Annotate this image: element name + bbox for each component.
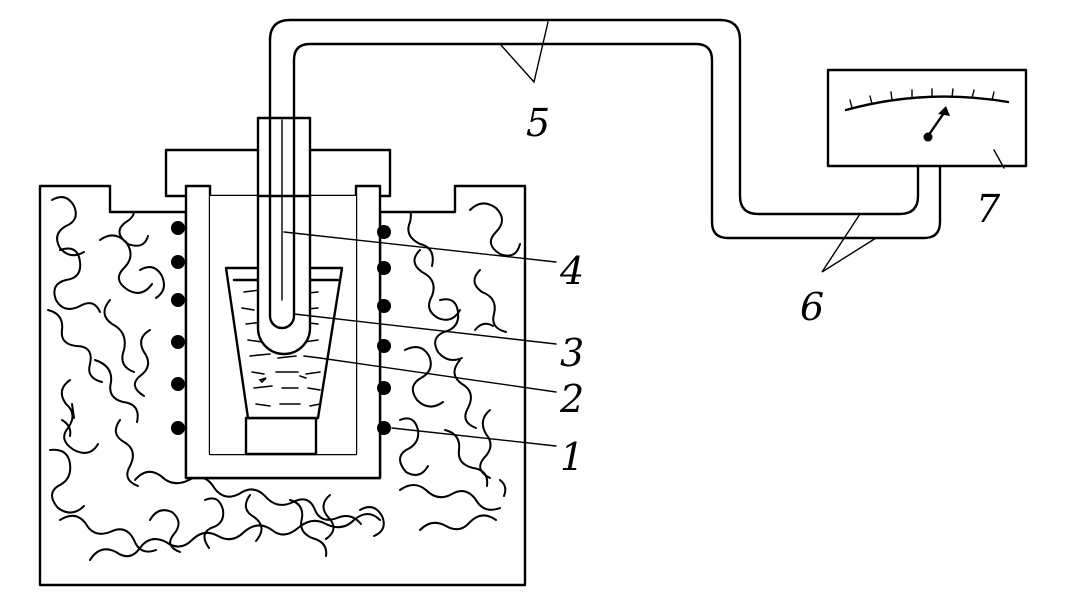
label-3: 3 [560,331,584,375]
millivoltmeter [826,68,1028,168]
label-5: 5 [526,101,550,145]
item-labels: 1 2 3 4 5 6 7 [526,101,1001,479]
furnace-insulation [38,184,527,587]
meter-pivot [923,132,933,142]
label-7: 7 [976,187,1001,231]
thermocouple-sheath [256,116,312,356]
thermocouple-wires [268,38,296,330]
compensation-leads [268,18,942,240]
insulation-texture [47,196,521,561]
label-4: 4 [559,249,584,293]
label-6: 6 [800,285,824,329]
heater-coil [171,221,391,435]
label-1: 1 [560,435,584,479]
label-2: 2 [559,377,584,421]
leader-lines [283,21,1005,447]
crucible-stand [244,416,318,456]
